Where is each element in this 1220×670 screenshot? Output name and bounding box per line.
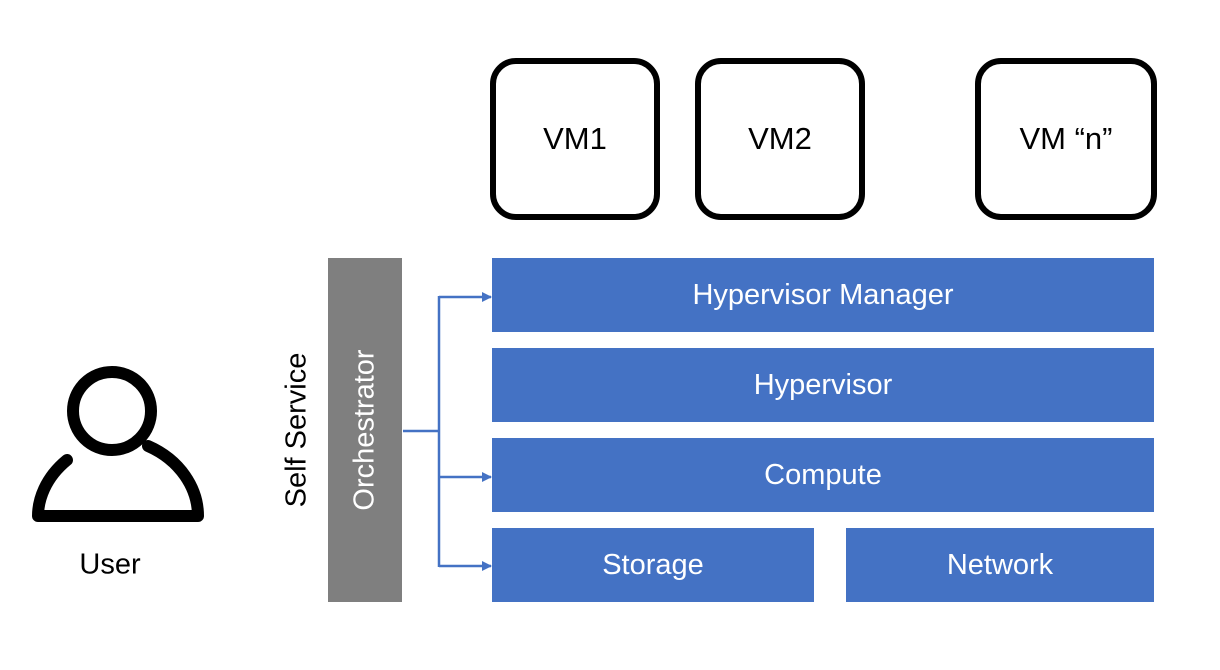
layer-label: Hypervisor Manager xyxy=(692,278,954,311)
storage-layer: Storage xyxy=(492,528,814,602)
layer-label: Compute xyxy=(764,458,882,491)
vm-box-n: VM “n” xyxy=(975,58,1157,220)
layer-label: Network xyxy=(946,548,1054,581)
vm-box-2: VM2 xyxy=(695,58,865,220)
vm-label: VM2 xyxy=(748,121,812,156)
vm-label: VM “n” xyxy=(1019,121,1113,156)
compute-layer: Compute xyxy=(492,438,1154,512)
hypervisor-manager-layer: Hypervisor Manager xyxy=(492,258,1154,332)
network-layer: Network xyxy=(846,528,1154,602)
vm-box-1: VM1 xyxy=(490,58,660,220)
hypervisor-layer: Hypervisor xyxy=(492,348,1154,422)
orchestrator-box xyxy=(328,258,402,602)
layer-label: Hypervisor xyxy=(753,368,893,401)
layer-label: Storage xyxy=(602,548,704,581)
vm-label: VM1 xyxy=(543,121,607,156)
user-label: User xyxy=(79,548,141,581)
